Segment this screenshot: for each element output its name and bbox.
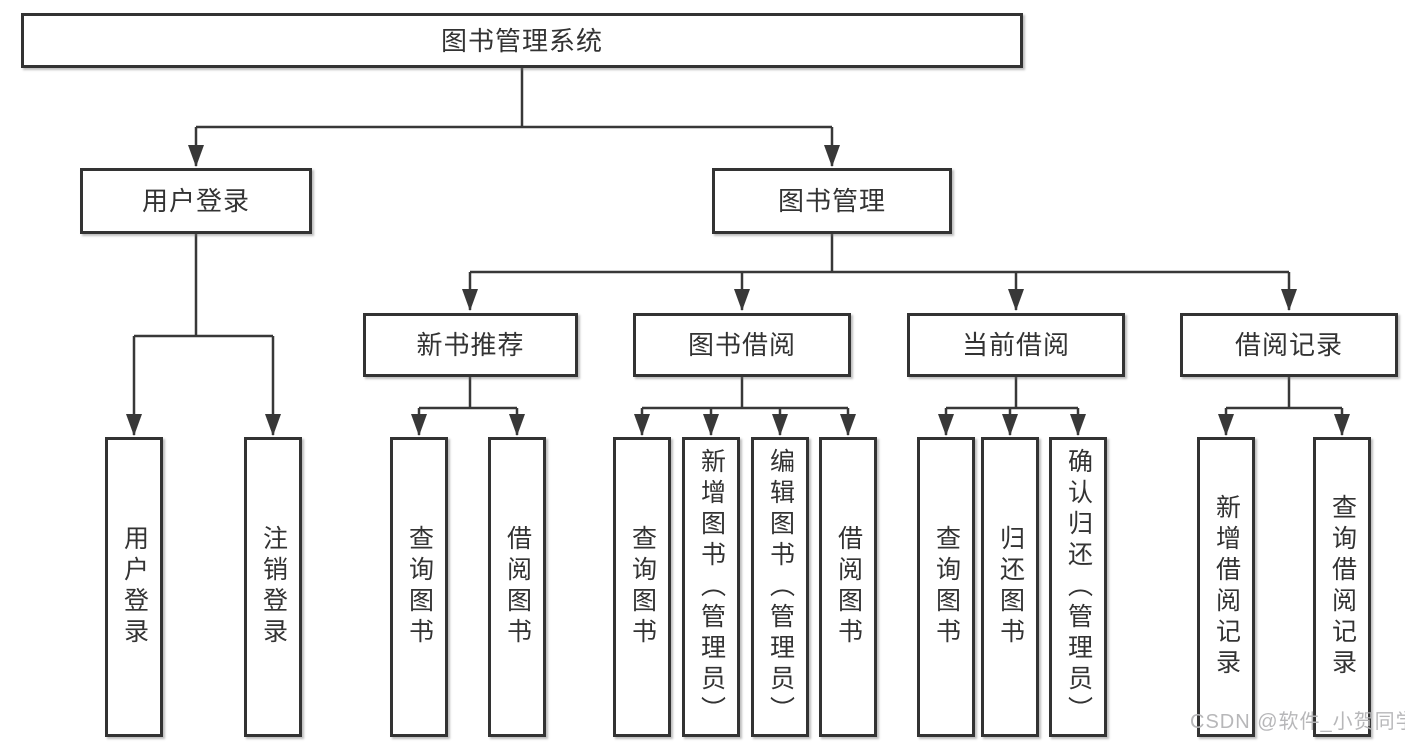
node-borrow-record: 借阅记录 <box>1180 313 1398 377</box>
leaf-add-book-admin-label: 新增图书（管理员） <box>697 447 726 727</box>
leaf-recommend-query-book-label: 查询图书 <box>405 525 434 649</box>
leaf-logout-login-label: 注销登录 <box>259 525 288 649</box>
leaf-return-book: 归还图书 <box>981 437 1039 737</box>
leaf-borrow-query-book-label: 查询图书 <box>628 525 657 649</box>
leaf-current-query-book-label: 查询图书 <box>932 525 961 649</box>
node-borrow-record-label: 借阅记录 <box>1234 330 1343 360</box>
node-library-management-system: 图书管理系统 <box>21 13 1023 68</box>
csdn-watermark: CSDN @软件_小贺同学 <box>1190 711 1405 733</box>
leaf-confirm-return-admin: 确认归还（管理员） <box>1049 437 1107 737</box>
leaf-borrow-book: 借阅图书 <box>819 437 877 737</box>
node-book-borrow-label: 图书借阅 <box>687 330 796 360</box>
node-book-borrow: 图书借阅 <box>633 313 851 377</box>
node-user-login-label: 用户登录 <box>141 186 250 216</box>
leaf-logout-login: 注销登录 <box>244 437 302 737</box>
node-user-login: 用户登录 <box>80 168 312 234</box>
leaf-edit-book-admin: 编辑图书（管理员） <box>751 437 809 737</box>
node-new-book-recommend-label: 新书推荐 <box>416 330 525 360</box>
leaf-confirm-return-admin-label: 确认归还（管理员） <box>1064 447 1093 727</box>
leaf-add-borrow-record-label: 新增借阅记录 <box>1212 494 1241 680</box>
leaf-add-borrow-record: 新增借阅记录 <box>1197 437 1255 737</box>
node-library-management-system-label: 图书管理系统 <box>440 25 603 56</box>
node-current-borrow-label: 当前借阅 <box>961 330 1070 360</box>
leaf-return-book-label: 归还图书 <box>996 525 1025 649</box>
node-book-management-label: 图书管理 <box>777 186 886 216</box>
leaf-recommend-borrow-book-label: 借阅图书 <box>503 525 532 649</box>
leaf-borrow-query-book: 查询图书 <box>613 437 671 737</box>
leaf-add-book-admin: 新增图书（管理员） <box>682 437 740 737</box>
leaf-user-login: 用户登录 <box>105 437 163 737</box>
leaf-user-login-label: 用户登录 <box>120 525 149 649</box>
node-new-book-recommend: 新书推荐 <box>363 313 578 377</box>
leaf-recommend-query-book: 查询图书 <box>390 437 448 737</box>
node-book-management: 图书管理 <box>712 168 952 234</box>
leaf-query-borrow-record-label: 查询借阅记录 <box>1328 494 1357 680</box>
leaf-edit-book-admin-label: 编辑图书（管理员） <box>766 447 795 727</box>
leaf-query-borrow-record: 查询借阅记录 <box>1313 437 1371 737</box>
leaf-recommend-borrow-book: 借阅图书 <box>488 437 546 737</box>
leaf-current-query-book: 查询图书 <box>917 437 975 737</box>
node-current-borrow: 当前借阅 <box>907 313 1125 377</box>
leaf-borrow-book-label: 借阅图书 <box>834 525 863 649</box>
